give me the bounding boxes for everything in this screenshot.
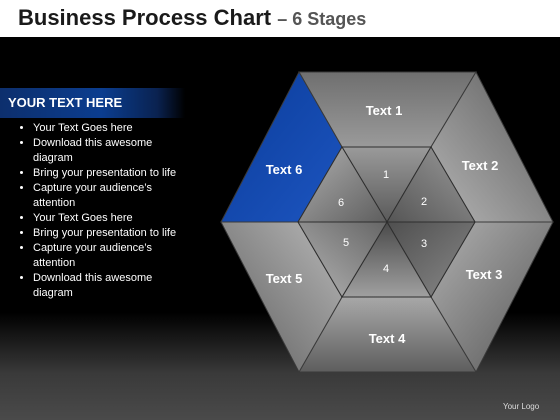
bullet-list: Your Text Goes here Download this awesom…: [16, 121, 193, 301]
sidebar-header: YOUR TEXT HERE: [8, 95, 123, 110]
inner-number-4: 4: [383, 263, 389, 275]
inner-number-5: 5: [343, 237, 349, 249]
sidebar-header-bar: [0, 88, 185, 118]
page-title: Business Process Chart – 6 Stages: [18, 5, 366, 31]
bullet-item: Capture your audience’s attention: [33, 241, 193, 271]
bullet-item: Your Text Goes here: [33, 121, 193, 136]
inner-number-6: 6: [338, 197, 344, 209]
bullet-item: Bring your presentation to life: [33, 166, 193, 181]
title-bar: [0, 0, 560, 37]
bullet-item: Bring your presentation to life: [33, 226, 193, 241]
inner-number-3: 3: [421, 238, 427, 250]
stage-1-label: Text 1: [366, 103, 403, 118]
bullet-item: Download this awesome diagram: [33, 271, 193, 301]
inner-triangle-6: [297, 146, 388, 223]
logo-placeholder: Your Logo: [503, 402, 540, 411]
stage-4-label: Text 4: [369, 331, 406, 346]
stage-2-label: Text 2: [462, 158, 499, 173]
title-subtitle: – 6 Stages: [277, 9, 367, 29]
bullet-item: Your Text Goes here: [33, 211, 193, 226]
title-main: Business Process Chart: [18, 5, 272, 30]
stage-6-label: Text 6: [266, 162, 303, 177]
inner-number-2: 2: [421, 196, 427, 208]
stage-3-label: Text 3: [466, 267, 503, 282]
bullet-item: Download this awesome diagram: [33, 136, 193, 166]
inner-number-1: 1: [383, 169, 389, 181]
bullet-item: Capture your audience’s attention: [33, 181, 193, 211]
stage-5-label: Text 5: [266, 271, 303, 286]
